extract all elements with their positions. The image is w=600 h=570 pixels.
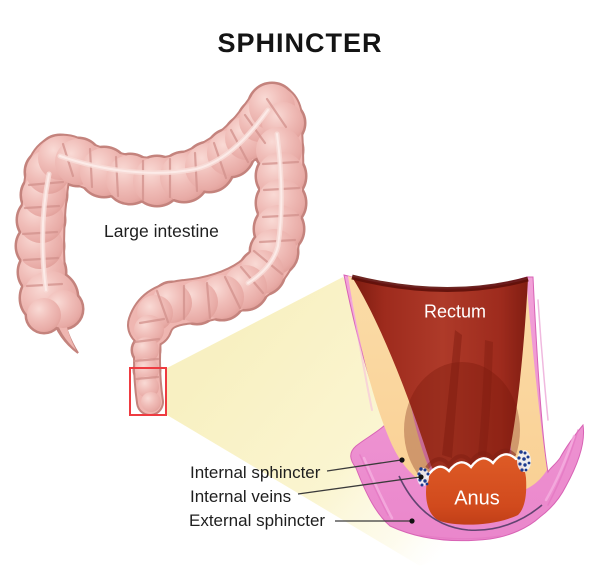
large-intestine-illustration bbox=[14, 81, 308, 416]
internal-veins-label: Internal veins bbox=[190, 487, 292, 506]
taenia-coli-stripe bbox=[40, 107, 284, 293]
rectum-rim bbox=[351, 274, 529, 292]
internal-sphincter-label: Internal sphincter bbox=[190, 463, 321, 482]
rectum-wall bbox=[352, 277, 528, 475]
muscle-texture-streaks bbox=[351, 299, 579, 540]
page-title: SPHINCTER bbox=[217, 28, 383, 58]
intersphincteric-groove bbox=[398, 475, 543, 532]
large-intestine-label: Large intestine bbox=[104, 221, 219, 241]
anus-shape bbox=[426, 454, 527, 525]
rectum-cross-section bbox=[343, 274, 585, 542]
leader-line-internal-sphincter bbox=[326, 459, 402, 472]
internal-veins-cluster bbox=[417, 450, 531, 487]
external-sphincter-label: External sphincter bbox=[189, 511, 326, 530]
dot-internal-sphincter bbox=[399, 457, 405, 463]
magnified-region-box bbox=[129, 367, 167, 416]
leader-dots bbox=[399, 457, 424, 524]
dot-internal-veins bbox=[418, 474, 424, 480]
rectum-label: Rectum bbox=[423, 301, 487, 322]
leader-line-internal-veins bbox=[297, 476, 421, 495]
leader-lines bbox=[297, 459, 421, 522]
dot-external-sphincter bbox=[409, 518, 415, 524]
dentate-line bbox=[425, 453, 518, 479]
anus-label: Anus bbox=[454, 487, 500, 510]
